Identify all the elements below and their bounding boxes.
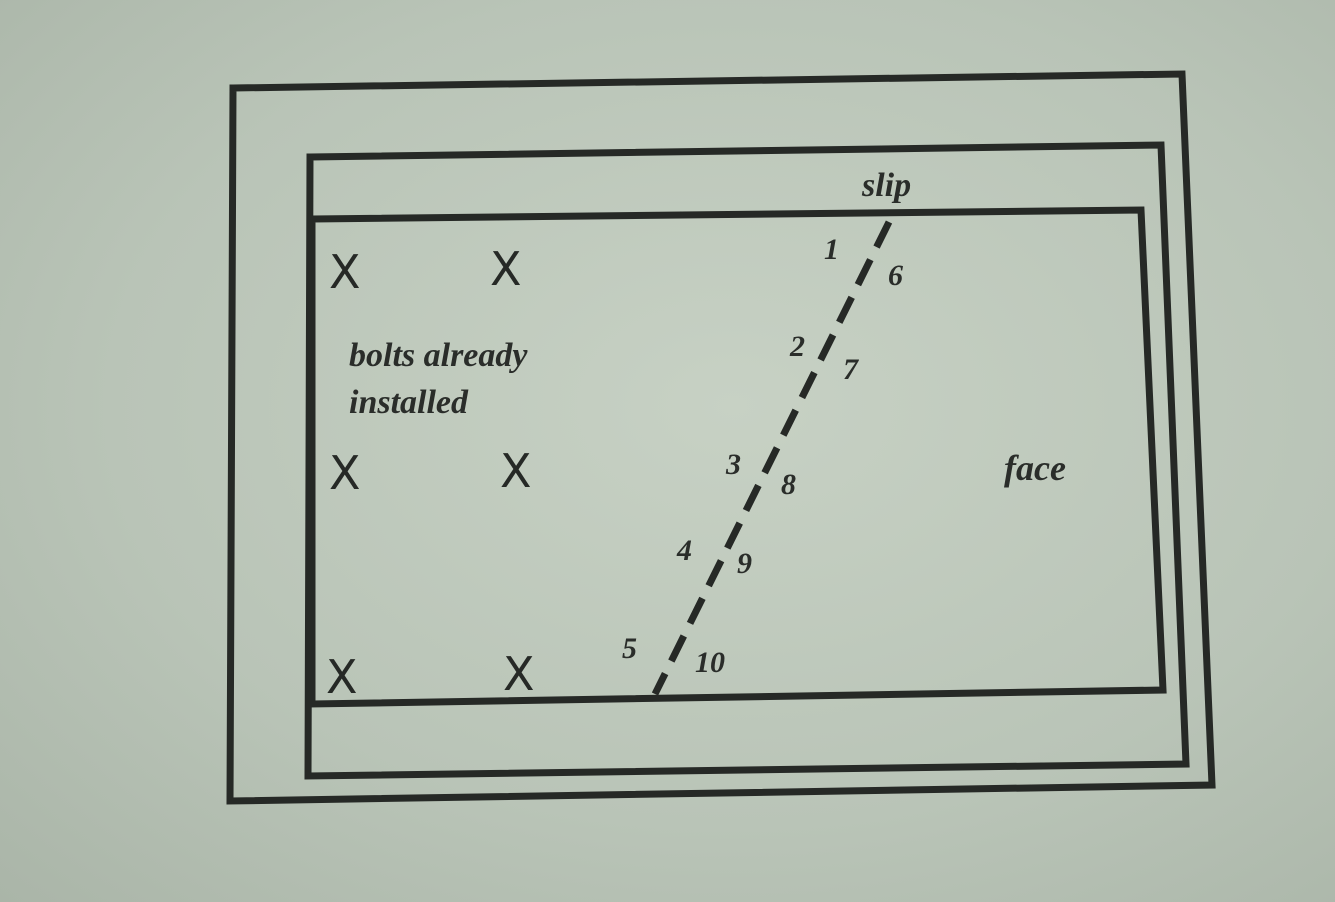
bolt-marker: X [329, 245, 361, 299]
sequence-number: 5 [622, 632, 637, 665]
sequence-number: 2 [789, 330, 805, 363]
bolt-marker: X [329, 446, 361, 500]
bolt-marker: X [326, 650, 358, 704]
bolt-marker: X [490, 242, 522, 296]
sequence-number: 9 [737, 547, 752, 580]
sequence-number: 10 [695, 646, 725, 679]
installed-bolts: X X X X X X [326, 242, 535, 704]
sequence-number: 4 [676, 534, 692, 567]
right-sequence-numbers: 6 7 8 9 10 [695, 259, 903, 679]
bolt-marker: X [503, 647, 535, 701]
sequence-number: 7 [843, 353, 859, 386]
left-sequence-numbers: 1 2 3 4 5 [622, 233, 839, 665]
slip-line [651, 220, 893, 696]
bolt-marker: X [500, 444, 532, 498]
outer-frame [226, 70, 1216, 805]
bolts-installed-label-line1: bolts already [349, 337, 528, 374]
slip-plate [308, 206, 1167, 708]
slip-label: slip [861, 167, 911, 204]
sequence-number: 3 [725, 448, 741, 481]
sequence-number: 8 [781, 468, 796, 501]
face-label: face [1004, 448, 1066, 488]
sequence-number: 6 [888, 259, 903, 292]
bolts-installed-label-line2: installed [349, 384, 469, 421]
sequence-number: 1 [824, 233, 839, 266]
